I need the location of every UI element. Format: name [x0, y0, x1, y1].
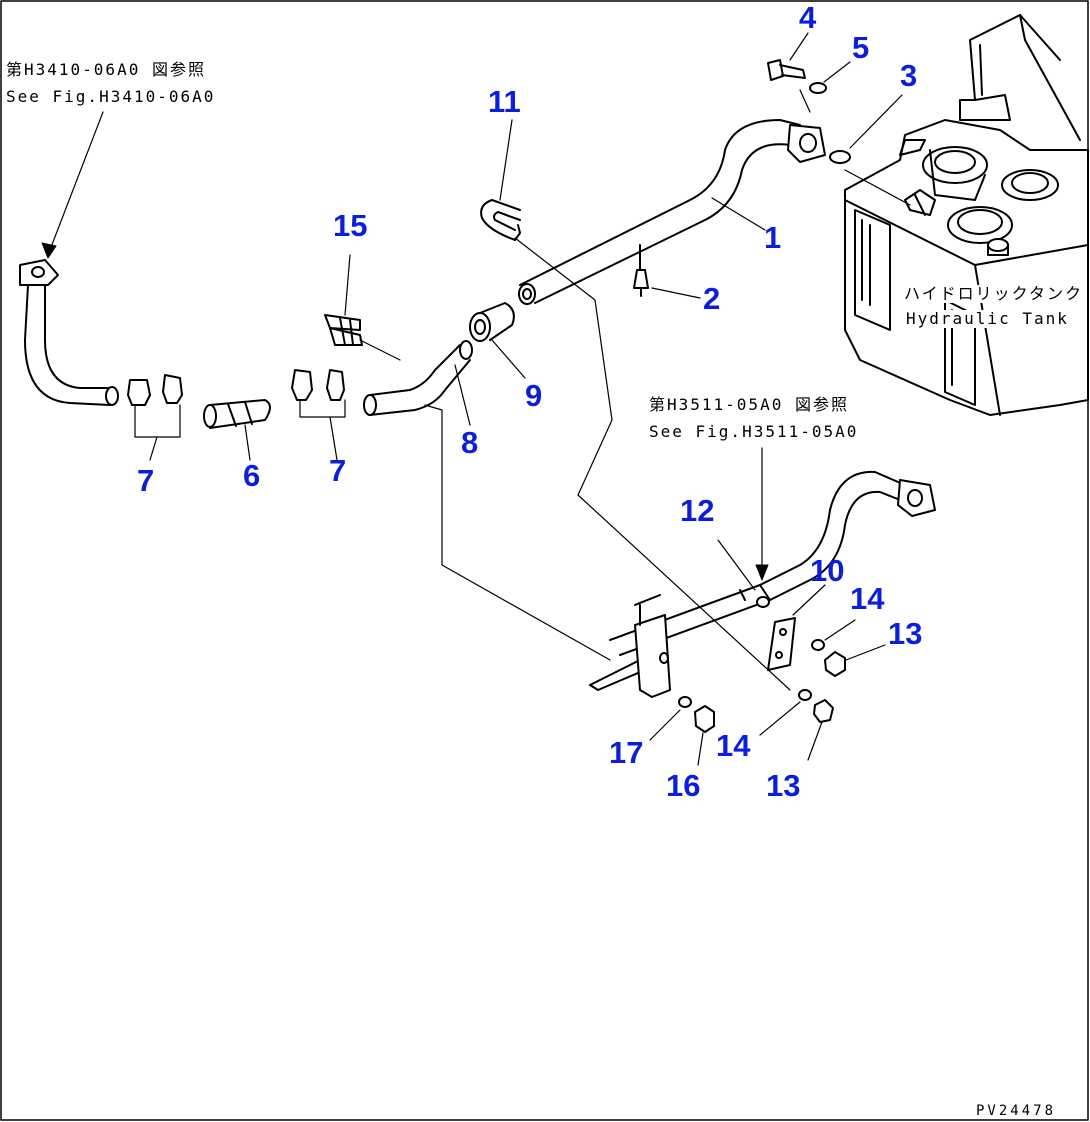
- leader-16: [697, 732, 704, 766]
- leader-9: [491, 339, 526, 379]
- part-17-washer: [678, 696, 692, 708]
- part-number-2: 2: [703, 281, 721, 316]
- hydraulic-tank: [844, 14, 1089, 416]
- tank-label-en: Hydraulic Tank: [906, 309, 1069, 328]
- mounting-bracket: [589, 594, 671, 698]
- reference-note-right-jp: 第H3511-05A0 図参照: [649, 395, 849, 414]
- leader-17: [649, 709, 681, 741]
- leader-ref-left: [47, 111, 104, 256]
- part-number-8: 8: [461, 425, 479, 460]
- assembly-line-11: [514, 237, 791, 691]
- leader-7b: [299, 399, 346, 461]
- part-8-hose: [363, 340, 473, 416]
- leader-15: [344, 254, 351, 316]
- part-number-12: 12: [680, 493, 715, 528]
- part-number-5: 5: [852, 30, 870, 65]
- leader-14a: [824, 619, 856, 641]
- leader-12: [717, 539, 756, 591]
- left-pipe: [19, 259, 119, 406]
- assembly-line-bolt: [799, 89, 811, 113]
- part-13-nut-lower: [813, 699, 834, 723]
- leader-14b: [759, 701, 801, 736]
- part-10-plate: [767, 617, 796, 671]
- leader-6: [244, 424, 251, 461]
- part-number-6: 6: [243, 458, 261, 493]
- assembly-line-8: [424, 404, 611, 661]
- part-7-clips-right: [291, 369, 345, 401]
- part-11-u-clip: [480, 199, 521, 241]
- part-9-grommet: [469, 302, 515, 342]
- part-4-bolt: [767, 59, 806, 81]
- reference-note-left-jp: 第H3410-06A0 図参照: [6, 60, 206, 79]
- leader-3: [849, 94, 903, 149]
- reference-note-right-en: See Fig.H3511-05A0: [649, 422, 859, 441]
- part-15-clip: [324, 314, 363, 346]
- part-number-17: 17: [609, 735, 644, 770]
- part-16-nut: [694, 705, 715, 733]
- reference-note-left-en: See Fig.H3410-06A0: [6, 87, 216, 106]
- arrowhead-left: [41, 242, 57, 259]
- part-number-9: 9: [525, 378, 543, 413]
- part-number-7-right: 7: [329, 453, 347, 488]
- part-5-washer: [809, 82, 827, 94]
- part-number-10: 10: [810, 553, 845, 588]
- leader-8: [454, 364, 471, 426]
- part-number-14-upper: 14: [850, 581, 885, 616]
- part-7-clips-left: [127, 374, 183, 406]
- leader-2: [651, 287, 701, 299]
- leader-7a: [134, 404, 181, 461]
- part-number-13-upper: 13: [888, 616, 923, 651]
- part-number-11: 11: [488, 84, 521, 119]
- part-number-4: 4: [799, 0, 817, 35]
- leader-10: [792, 584, 826, 616]
- assembly-line-15: [359, 339, 401, 361]
- part-1-pipe: [518, 119, 826, 305]
- lower-pipe: [609, 470, 936, 656]
- part-number-15: 15: [333, 208, 368, 243]
- part-number-13-lower: 13: [766, 768, 801, 803]
- leader-5: [823, 61, 851, 83]
- leader-13a: [845, 644, 886, 661]
- part-number-16: 16: [666, 768, 701, 803]
- assembly-line-tank: [844, 169, 911, 206]
- leader-11: [499, 119, 513, 201]
- part-14-washer-lower: [798, 689, 812, 701]
- part-13-nut-upper: [824, 651, 846, 677]
- part-number-3: 3: [900, 58, 918, 93]
- drawing-id: PV24478: [976, 1103, 1057, 1119]
- part-number-7-left: 7: [137, 463, 155, 498]
- arrowhead-right: [755, 564, 769, 581]
- part-6-hose: [203, 399, 271, 429]
- leader-4: [789, 32, 809, 61]
- tank-label-jp: ハイドロリックタンク: [904, 284, 1084, 303]
- part-2-fitting: [633, 269, 649, 297]
- leader-1: [711, 197, 766, 231]
- part-number-1: 1: [764, 220, 782, 255]
- part-number-14-lower: 14: [716, 728, 751, 763]
- part-3-o-ring: [829, 150, 851, 164]
- part-14-washer-upper: [811, 639, 825, 651]
- leader-13b: [807, 721, 823, 761]
